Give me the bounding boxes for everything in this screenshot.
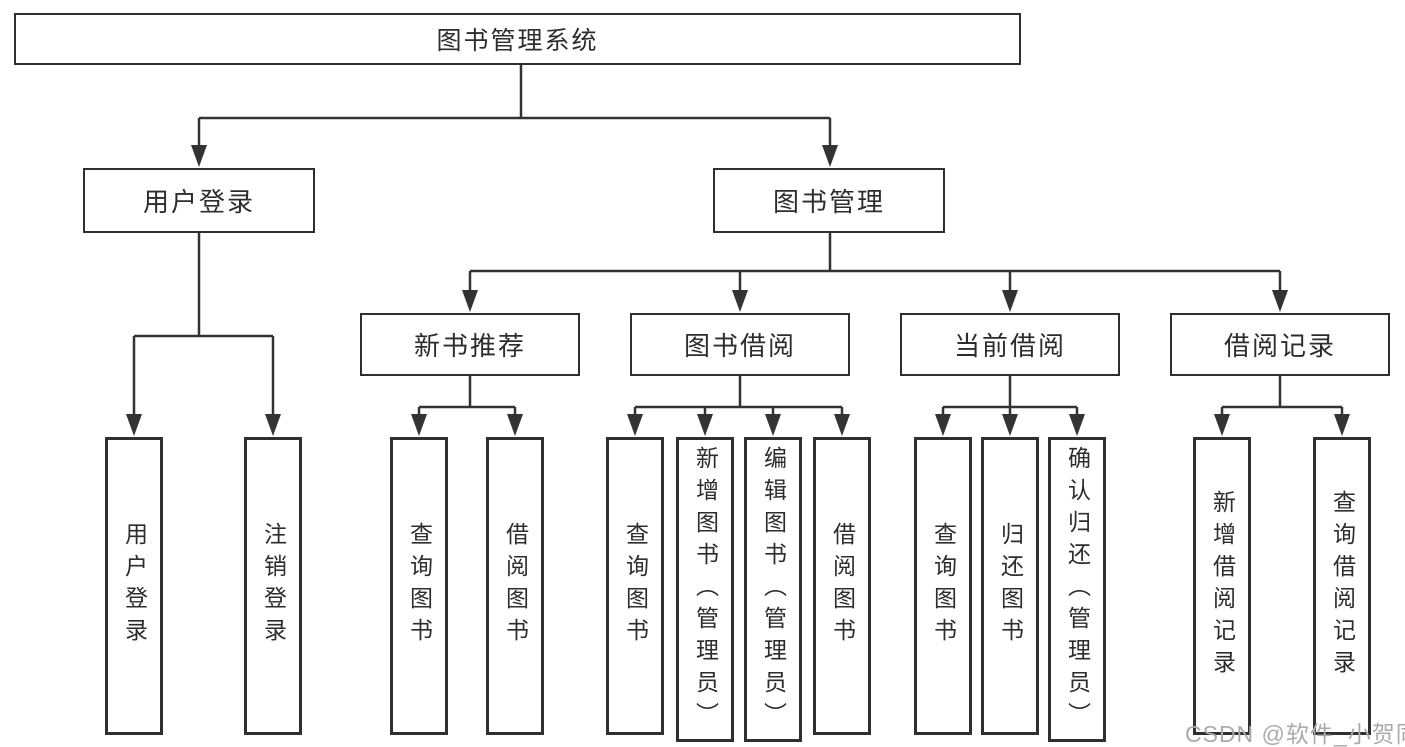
node-book-management: 图书管理: [713, 168, 945, 233]
node-root: 图书管理系统: [14, 13, 1021, 65]
arrowheads: [126, 145, 1350, 436]
leaf-bb-add-book-admin-label: 新增图书（管理员）: [692, 445, 719, 734]
leaf-cb-query-book-label: 查询图书: [930, 522, 957, 650]
node-new-book-recommend-label: 新书推荐: [413, 331, 526, 361]
leaf-bb-add-book-admin: 新增图书（管理员）: [676, 437, 734, 742]
leaf-logout-label: 注销登录: [260, 522, 287, 650]
leaf-bb-query-book-label: 查询图书: [622, 522, 649, 650]
leaf-cb-return-book-label: 归还图书: [997, 522, 1024, 650]
node-new-book-recommend: 新书推荐: [360, 313, 580, 376]
leaf-br-query-record: 查询借阅记录: [1313, 437, 1371, 735]
node-user-login: 用户登录: [83, 168, 315, 233]
leaf-br-add-record: 新增借阅记录: [1193, 437, 1251, 735]
leaf-nbr-query-book: 查询图书: [390, 437, 448, 735]
leaf-cb-query-book: 查询图书: [914, 437, 972, 735]
node-current-borrow-label: 当前借阅: [953, 331, 1066, 361]
node-root-label: 图书管理系统: [436, 27, 599, 55]
node-borrow-record: 借阅记录: [1170, 313, 1390, 376]
leaf-bb-borrow-book: 借阅图书: [813, 437, 871, 735]
leaf-cb-confirm-return-admin-label: 确认归还（管理员）: [1064, 445, 1091, 734]
node-book-borrow-label: 图书借阅: [683, 331, 796, 361]
leaf-bb-edit-book-admin: 编辑图书（管理员）: [744, 437, 802, 742]
leaf-logout: 注销登录: [244, 437, 302, 735]
node-book-management-label: 图书管理: [772, 187, 885, 217]
leaf-cb-return-book: 归还图书: [981, 437, 1039, 735]
leaf-nbr-query-book-label: 查询图书: [406, 522, 433, 650]
node-user-login-label: 用户登录: [142, 187, 255, 217]
node-book-borrow: 图书借阅: [630, 313, 850, 376]
leaf-nbr-borrow-book-label: 借阅图书: [502, 522, 529, 650]
leaf-br-add-record-label: 新增借阅记录: [1209, 490, 1236, 682]
leaf-bb-query-book: 查询图书: [606, 437, 664, 735]
leaf-br-query-record-label: 查询借阅记录: [1329, 490, 1356, 682]
csdn-watermark: CSDN @软件_小贺同学: [1185, 721, 1405, 747]
leaf-nbr-borrow-book: 借阅图书: [486, 437, 544, 735]
leaf-cb-confirm-return-admin: 确认归还（管理员）: [1048, 437, 1106, 742]
leaf-bb-borrow-book-label: 借阅图书: [829, 522, 856, 650]
leaf-user-login: 用户登录: [105, 437, 163, 735]
node-borrow-record-label: 借阅记录: [1223, 331, 1336, 361]
leaf-bb-edit-book-admin-label: 编辑图书（管理员）: [760, 445, 787, 734]
node-current-borrow: 当前借阅: [900, 313, 1120, 376]
leaf-user-login-label: 用户登录: [121, 522, 148, 650]
